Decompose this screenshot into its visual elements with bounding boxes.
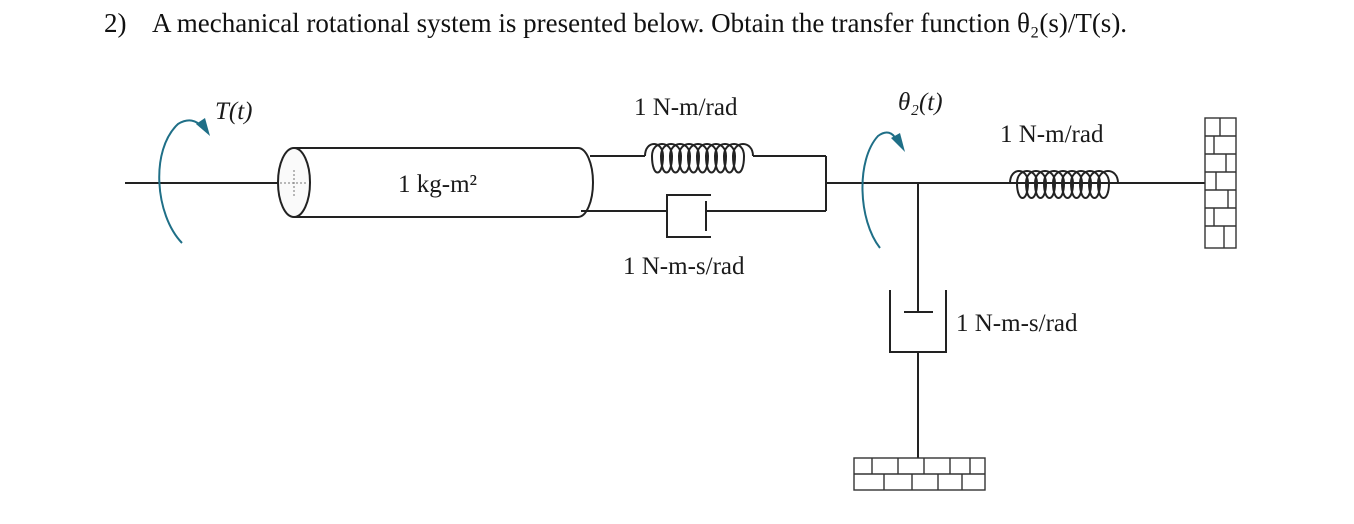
spring-2 — [1009, 170, 1119, 199]
torque-arrow — [158, 118, 210, 244]
question-text: 2) A mechanical rotational system is pres… — [104, 8, 1127, 39]
spring-1 — [590, 143, 826, 174]
inertia-cylinder — [277, 147, 594, 218]
question-number: 2) — [104, 8, 127, 38]
theta2-arrow — [861, 131, 905, 249]
damper-1-label: 1 N-m-s/rad — [623, 253, 745, 280]
question-body: A mechanical rotational system is presen… — [152, 8, 1128, 38]
damper-2-label: 1 N-m-s/rad — [956, 310, 1078, 337]
torque-label: T(t) — [215, 98, 253, 125]
spring-1-label: 1 N-m/rad — [634, 94, 738, 121]
inertia-label: 1 kg-m² — [398, 171, 477, 198]
bottom-wall — [853, 457, 986, 491]
right-wall — [1204, 117, 1237, 249]
spring-2-label: 1 N-m/rad — [1000, 121, 1104, 148]
theta2-label: θ₂(t) — [898, 89, 943, 116]
damper-1 — [581, 194, 826, 238]
damper-2 — [889, 290, 947, 458]
